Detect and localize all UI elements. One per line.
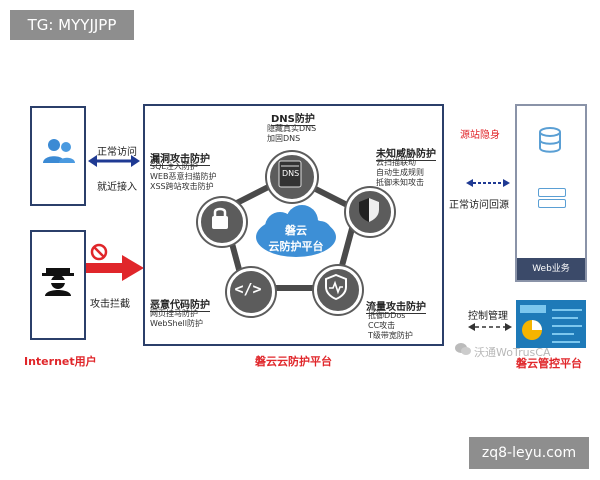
flow-protect-items: 抵御DDos CC攻击 T级带宽防护 <box>368 311 413 341</box>
forbidden-icon <box>90 243 108 261</box>
web-business-label: Web业务 <box>517 258 585 280</box>
code-icon: </> <box>234 280 262 298</box>
vuln-item: XSS跨站攻击防护 <box>150 182 214 191</box>
vuln-protect-items: SQL注入防护 WEB恶意扫描防护 XSS跨站攻击防护 <box>150 162 216 192</box>
dns-item: 加固DNS <box>267 134 301 143</box>
dns-icon-text: DNS <box>282 169 300 178</box>
shield-icon <box>359 198 379 222</box>
user-box-normal <box>30 106 86 206</box>
malicious-protect-title: 恶意代码防护 <box>150 296 210 312</box>
internet-user-label: Internet用户 <box>24 355 97 368</box>
wotrus-watermark: 沃通WoTrusCA <box>474 346 551 359</box>
hacker-icon <box>42 268 74 296</box>
normal-access-label: 正常访问 <box>97 147 137 158</box>
flow-item: T级带宽防护 <box>368 331 413 340</box>
center-label-line1: 磐云 <box>285 224 307 237</box>
malicious-item: 网页挂马防护 <box>150 309 198 318</box>
mgmt-platform-label: 磐云管控平台 <box>516 357 582 370</box>
unknown-threat-node <box>346 188 394 236</box>
dns-item: 隐藏真实DNS <box>267 124 317 133</box>
shield-pulse-icon <box>325 274 347 300</box>
center-label-line2: 云防护平台 <box>268 240 324 253</box>
unknown-protect-title: 未知威胁防护 <box>376 145 436 161</box>
flow-attack-node <box>314 266 362 314</box>
unknown-item: 抵御未知攻击 <box>376 178 424 187</box>
tg-tag: TG: MYYJJPP <box>10 10 134 40</box>
site-watermark: zq8-leyu.com <box>469 437 589 469</box>
cloud-icon <box>256 205 336 257</box>
flow-item: 抵御DDos <box>368 311 406 320</box>
attack-arrow-icon <box>86 255 144 281</box>
dns-server-icon <box>278 160 302 188</box>
unknown-item: 自动生成规则 <box>376 168 424 177</box>
normal-return-label: 正常访问回源 <box>449 200 509 211</box>
nearby-access-label: 就近接入 <box>97 182 137 193</box>
dashed-arrow-icon <box>468 323 512 331</box>
dns-protect-title: DNS防护 <box>271 110 315 126</box>
dashboard-icon <box>516 300 586 348</box>
malicious-item: WebShell防护 <box>150 319 203 328</box>
lock-icon <box>212 207 228 229</box>
database-icon <box>539 127 561 153</box>
control-mgmt-label: 控制管理 <box>468 311 508 322</box>
flow-protect-title: 流量攻击防护 <box>366 298 426 314</box>
flow-item: CC攻击 <box>368 321 396 330</box>
malicious-code-node <box>227 268 275 316</box>
dns-protect-items: 隐藏真实DNS 加固DNS <box>267 124 316 144</box>
dotted-arrow-icon <box>466 179 510 187</box>
bidirectional-arrow-icon <box>88 155 140 167</box>
wechat-logo-icon <box>455 343 471 355</box>
platform-label: 磐云云防护平台 <box>255 355 332 368</box>
malicious-protect-items: 网页挂马防护 WebShell防护 <box>150 309 203 329</box>
vuln-protect-title: 漏洞攻击防护 <box>150 150 210 166</box>
unknown-protect-items: 云扫描联动 自动生成规则 抵御未知攻击 <box>376 158 424 188</box>
unknown-item: 云扫描联动 <box>376 158 416 167</box>
source-hide-label: 源站隐身 <box>460 130 500 141</box>
users-icon <box>43 139 75 163</box>
vuln-item: WEB恶意扫描防护 <box>150 172 217 181</box>
vuln-item: SQL注入防护 <box>150 162 198 171</box>
attack-intercept-label: 攻击拦截 <box>90 299 130 310</box>
